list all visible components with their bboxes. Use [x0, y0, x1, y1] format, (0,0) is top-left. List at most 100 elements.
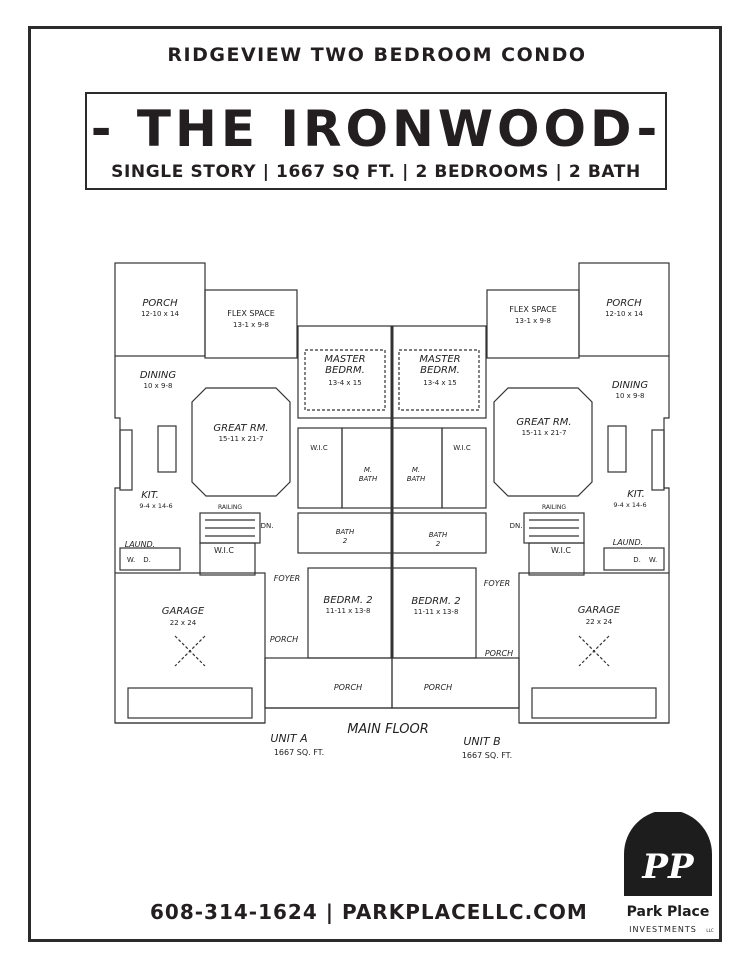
front-porch-a-label: PORCH [270, 635, 298, 644]
great-b-dim: 15-11 x 21-7 [522, 429, 567, 437]
main-floor-label: MAIN FLOOR [347, 722, 429, 737]
foyer-a-label: FOYER [274, 574, 300, 583]
garage-b-label: GARAGE [578, 605, 621, 616]
kit-a-label: KIT. [141, 490, 159, 501]
mbath-b-label2: BATH [407, 475, 426, 483]
master-b-label: MASTER [419, 354, 460, 365]
right-outer-wall-b [663, 356, 670, 573]
laundry-a [119, 547, 181, 571]
bottom-porch-a-label: PORCH [334, 683, 362, 692]
dining-b-label: DINING [612, 380, 649, 391]
kit-b-dim: 9-4 x 14-6 [613, 501, 646, 509]
contact-info: 608-314-1624 | PARKPLACELLC.COM [150, 900, 588, 924]
washer-a-label: W. [127, 556, 135, 564]
logo-name: Park Place [627, 904, 710, 920]
bedrm2-a-dim: 11-11 x 13-8 [326, 607, 371, 615]
bedrm2-b-label: BEDRM. 2 [411, 596, 460, 607]
park-place-logo: PP Park Place INVESTMENTS LLC [624, 812, 714, 934]
wic-a-outline [297, 427, 343, 509]
plan-walls [114, 262, 670, 724]
porch-a-label: PORCH [142, 298, 178, 309]
laundry-b [603, 547, 665, 571]
wic2-a-label: W.I.C [214, 546, 234, 555]
counter-a [119, 429, 133, 491]
wic2-b-label: W.I.C [551, 546, 571, 555]
flex-a-outline [204, 289, 298, 359]
porch-b-dim: 12-10 x 14 [605, 310, 643, 318]
flex-b-dim: 13-1 x 9-8 [515, 317, 551, 325]
unit-a-name: UNIT A [270, 732, 307, 745]
foyer-b-label: FOYER [484, 579, 510, 588]
garage-b-x [578, 635, 610, 667]
island-b [607, 425, 627, 473]
bath2-b-label2: 2 [436, 540, 441, 548]
bottom-porch-b-label: PORCH [424, 683, 452, 692]
great-a-dim: 15-11 x 21-7 [219, 435, 264, 443]
bedrm2-b-dim: 11-11 x 13-8 [414, 608, 459, 616]
dining-a-dim: 10 x 9-8 [144, 382, 173, 390]
flex-a-dim: 13-1 x 9-8 [233, 321, 269, 329]
garage-a-door [127, 687, 253, 719]
floor-plan: PORCH 12-10 x 14 FLEX SPACE 13-1 x 9-8 D… [114, 262, 670, 760]
master-b-label2: BEDRM. [420, 365, 460, 376]
front-porch-b [391, 657, 520, 709]
railing-a-label: RAILING [218, 504, 242, 511]
bedrm2-a-label: BEDRM. 2 [323, 595, 372, 606]
great-b-label: GREAT RM. [516, 417, 571, 428]
dining-a-label: DINING [140, 370, 177, 381]
master-a-label: MASTER [324, 354, 365, 365]
laund-b-label: LAUND. [613, 538, 643, 547]
wic2-b [528, 542, 585, 576]
wic2-a [199, 542, 256, 576]
mbath-a-label: M. [364, 466, 372, 474]
plan-labels: PORCH 12-10 x 14 FLEX SPACE 13-1 x 9-8 D… [125, 298, 657, 760]
master-a-dim: 13-4 x 15 [328, 379, 361, 387]
flex-b-outline [486, 289, 580, 359]
great-ceiling-a [191, 387, 291, 497]
bath2-b-label: BATH [429, 531, 448, 539]
front-porch-b-label: PORCH [485, 649, 513, 658]
master-b-dim: 13-4 x 15 [423, 379, 456, 387]
great-a-label: GREAT RM. [213, 423, 268, 434]
dn-b-label: DN. [510, 522, 523, 530]
subtitle: RIDGEVIEW TWO BEDROOM CONDO [167, 44, 587, 66]
plan-title: - THE IRONWOOD- [90, 100, 662, 158]
master-a-ceiling [304, 349, 386, 411]
great-ceiling-b [493, 387, 593, 497]
master-a-label2: BEDRM. [325, 365, 365, 376]
railing-b-label: RAILING [542, 504, 566, 511]
dryer-b-label: D. [633, 556, 641, 564]
bath2-a-label: BATH [336, 528, 355, 536]
left-outer-wall-a [114, 356, 121, 573]
unit-b-sqft: 1667 SQ. FT. [462, 751, 512, 760]
mbath-b-label: M. [412, 466, 420, 474]
bath2-a-label2: 2 [343, 537, 348, 545]
washer-b-label: W. [649, 556, 657, 564]
master-b-ceiling [398, 349, 480, 411]
wic-b-label: W.I.C [453, 444, 471, 452]
unit-a-sqft: 1667 SQ. FT. [274, 748, 324, 757]
laund-a-label: LAUND. [125, 540, 155, 549]
dn-a-label: DN. [261, 522, 274, 530]
logo-suffix: LLC [706, 928, 713, 933]
island-a [157, 425, 177, 473]
flex-b-label: FLEX SPACE [509, 305, 557, 314]
mbath-a-label2: BATH [359, 475, 378, 483]
logo-arch [624, 812, 712, 896]
porch-a-dim: 12-10 x 14 [141, 310, 179, 318]
garage-b-door [531, 687, 657, 719]
garage-b-dim: 22 x 24 [586, 618, 613, 626]
front-porch-a [264, 657, 393, 709]
page-frame [28, 26, 722, 942]
title-box: - THE IRONWOOD- SINGLE STORY | 1667 SQ F… [85, 92, 667, 190]
dryer-a-label: D. [143, 556, 151, 564]
unit-b-name: UNIT B [463, 735, 500, 748]
porch-b-label: PORCH [606, 298, 642, 309]
flex-a-label: FLEX SPACE [227, 309, 275, 318]
logo-monogram: PP [641, 847, 695, 887]
garage-a-label: GARAGE [162, 606, 205, 617]
plan-specs: SINGLE STORY | 1667 SQ FT. | 2 BEDROOMS … [111, 162, 641, 182]
dining-b-dim: 10 x 9-8 [616, 392, 645, 400]
kit-a-dim: 9-4 x 14-6 [139, 502, 172, 510]
wic-b-outline [441, 427, 487, 509]
